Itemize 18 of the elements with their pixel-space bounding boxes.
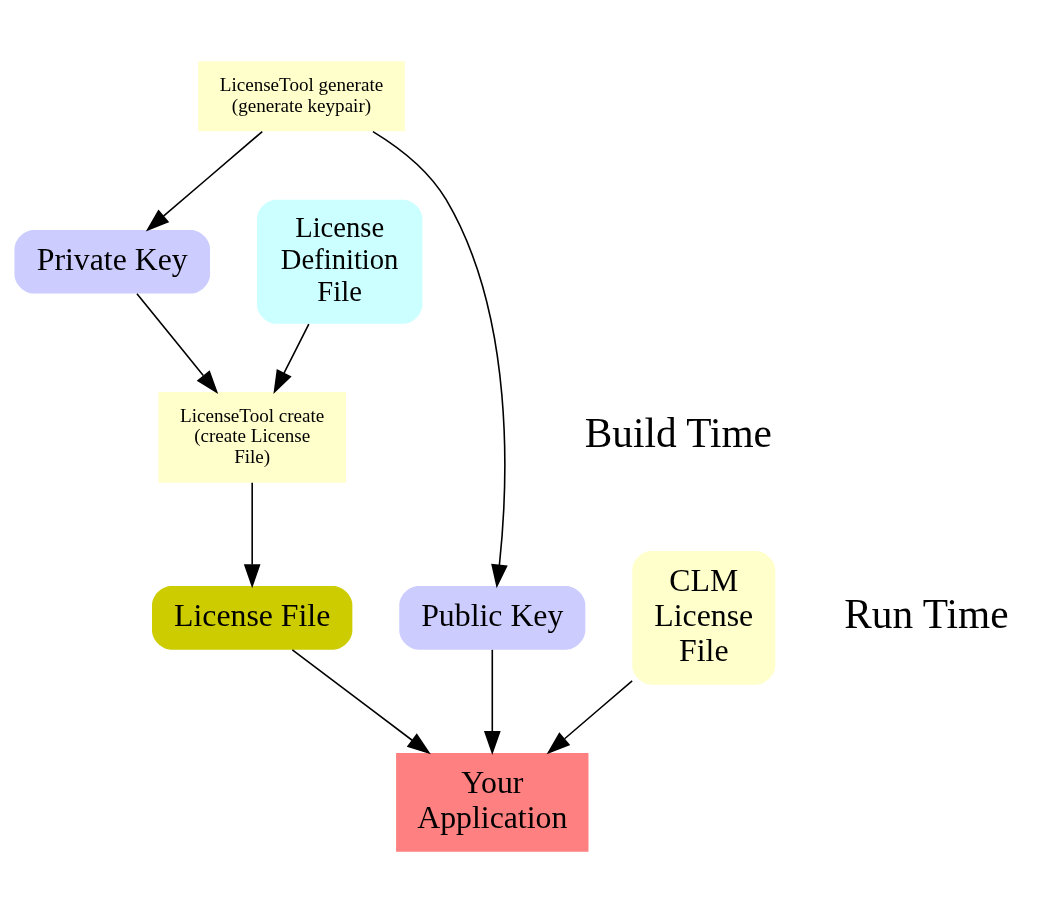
label: Run Time — [844, 590, 1009, 637]
arrow — [273, 322, 310, 394]
node-box: License Definition File — [256, 199, 423, 324]
arrow — [546, 679, 633, 754]
node-box: CLM License File — [632, 550, 776, 685]
arrow — [291, 648, 431, 754]
node-box: License File — [152, 585, 353, 650]
arrow — [372, 130, 508, 588]
arrow — [136, 292, 219, 394]
node-box: Public Key — [399, 585, 586, 650]
node-box: Your Application — [396, 752, 589, 852]
node-box: LicenseTool generate (generate keypair) — [198, 60, 405, 131]
arrow — [483, 648, 501, 755]
label: Build Time — [584, 409, 772, 456]
node-box: Private Key — [14, 229, 211, 293]
node-box: LicenseTool create (create License File) — [158, 391, 346, 483]
arrow — [145, 130, 264, 231]
arrow — [243, 481, 261, 588]
